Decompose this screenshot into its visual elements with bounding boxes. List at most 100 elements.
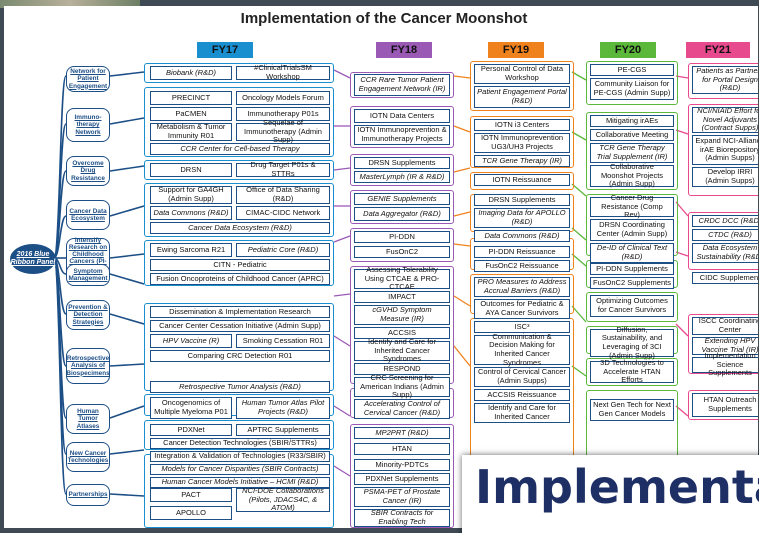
category-node: New Cancer Technologies	[66, 442, 110, 472]
fy19-item: Control of Cervical Cancer (Admin Supps)	[474, 367, 570, 387]
fy17-item: NCI-DOE Collaborations (Pilots, JDACS4C,…	[236, 486, 330, 512]
fy18-item: CCR Rare Tumor Patient Engagement Networ…	[354, 74, 450, 96]
fy21-item: Expand NCI-Alliance irAE Biorepository (…	[692, 135, 758, 165]
fy20-item: TCR Gene Therapy Trial Supplement (IR)	[590, 143, 674, 163]
fy18-item: IMPACT	[354, 291, 450, 303]
fy17-item: Integration & Validation of Technologies…	[150, 451, 330, 462]
fy18-item: DRSN Supplements	[354, 157, 450, 169]
fy20-item: Optimizing Outcomes for Cancer Survivors	[590, 295, 674, 317]
fy20-item: Diffusion, Sustainability, and Leveragin…	[590, 325, 674, 359]
fy17-item: Drug Target P01s & STTRs	[236, 161, 330, 178]
group-frame	[470, 61, 574, 111]
category-node: Partnerships	[66, 484, 110, 506]
fy17-item: Cancer Center Cessation Initiative (Admi…	[150, 320, 330, 332]
fy21-item: Implementation Science Supplements	[692, 351, 758, 377]
fy21-item: HTAN Outreach Supplements	[692, 393, 758, 417]
fy21-item: CTDC (R&D)	[692, 229, 758, 241]
fy20-item: FusOnC2 Supplements	[590, 277, 674, 289]
fy19-item: Personal Control of Data Workshop	[474, 64, 570, 84]
blue-ribbon-panel-node: 2016 Blue Ribbon Panel	[10, 244, 56, 274]
fy17-item: CITN - Pediatric	[150, 259, 330, 271]
group-frame	[144, 420, 334, 450]
fy19-item: IOTN i3 Centers	[474, 119, 570, 131]
fy17-item: Human Tumor Atlas Pilot Projects (R&D)	[236, 397, 330, 419]
group-frame	[688, 212, 758, 270]
fy21-item: CRDC DCC (R&D)	[692, 215, 758, 227]
category-node: Prevention & Detection Strategies	[66, 300, 110, 330]
group-frame	[350, 72, 454, 98]
fy18-item: Identify and Care for Inherited Cancer S…	[354, 337, 450, 363]
fy17-item: #ClinicalTrialsSM Workshop	[236, 64, 330, 81]
fy18-item: PDXNet Supplements	[354, 473, 450, 485]
fy18-item: PSMA-PET of Prostate Cancer (IR)	[354, 487, 450, 507]
group-frame	[688, 314, 758, 374]
slide: Implementation of the Cancer Moonshot FY…	[4, 6, 758, 528]
category-node: Immuno-therapy Network	[66, 108, 110, 142]
group-frame	[688, 104, 758, 196]
fy17-item: Fusion Oncoproteins of Childhood Cancer …	[150, 273, 330, 285]
fy21-item: Patients as Partners for Portal Design (…	[692, 66, 758, 94]
fy19-item: Outcomes for Pediatric & AYA Cancer Surv…	[474, 299, 570, 319]
group-frame	[586, 292, 678, 322]
fy19-item: Data Commons (R&D)	[474, 230, 570, 242]
fy20-item: Collaborative Meeting	[590, 129, 674, 141]
fy17-item: Office of Data Sharing (R&D)	[236, 186, 330, 204]
fy17-item: Cancer Data Ecosystem (R&D)	[150, 222, 330, 234]
category-node: Symptom Management	[66, 264, 110, 286]
fy18-item: GENIE Supplements	[354, 193, 450, 205]
fy19-item: TCR Gene Therapy (IR)	[474, 155, 570, 167]
fy20-item: PE-CGS	[590, 64, 674, 76]
fy18-item: SBIR Contracts for Enabling Tech	[354, 509, 450, 527]
group-frame	[470, 116, 574, 168]
fy17-item: HPV Vaccine (R)	[150, 334, 232, 348]
group-frame	[586, 112, 678, 190]
fy19-item: SBIR Contracts for Innovative Tech	[474, 510, 570, 527]
fy17-item: Data Commons (R&D)	[150, 206, 232, 220]
fy21-item: ISCC Coordinating Center	[692, 317, 758, 335]
fy18-item: MasterLymph (IR & R&D)	[354, 171, 450, 183]
category-node: Retrospective Analysis of Biospecimens	[66, 348, 110, 384]
fy17-item: Biobank (R&D)	[150, 66, 232, 80]
fy18-item: RESPOND	[354, 363, 450, 375]
fy19-item: ISC³	[474, 321, 570, 333]
fy19-item: FusOnC2 Reissuance	[474, 260, 570, 272]
fy21-item: Develop IRRI (Admin Supps)	[692, 167, 758, 187]
group-frame	[144, 183, 334, 237]
group-frame	[470, 172, 574, 190]
fy18-item: MP2PRT (R&D)	[354, 427, 450, 439]
category-node: Network for Patient Engagement	[66, 66, 110, 92]
fy17-item: CIMAC-CIDC Network	[236, 206, 330, 220]
fy-header-fy17: FY17	[197, 42, 253, 58]
fy19-item: IOTN Reissuance	[474, 174, 570, 186]
fy17-item: Pediatric Core (R&D)	[236, 243, 330, 257]
group-frame	[144, 160, 334, 180]
fy20-item: Mitigating irAEs	[590, 115, 674, 127]
group-frame	[688, 63, 758, 99]
fy19-item: PI-DDN Reissuance	[474, 246, 570, 258]
fy18-item: cGVHD Symptom Measure (IR)	[354, 305, 450, 325]
background-photo-strip	[0, 0, 140, 8]
fy17-item: Ewing Sarcoma R21	[150, 243, 232, 257]
fy19-item: Imaging Data for APOLLO (R&D)	[474, 208, 570, 228]
fy20-item: De-ID of Clinical Text (R&D)	[590, 243, 674, 263]
fy20-item: 3D Technologies to Accelerate HTAN Effor…	[590, 358, 674, 384]
fy18-item: IOTN Data Centers	[354, 109, 450, 123]
fy19-item: CCR NPNPD (IR)	[474, 496, 570, 508]
fy21-item: Data Ecosystem Sustainability (R&D)	[692, 243, 758, 263]
fy20-item: SBIR Contracts for Tech	[590, 504, 674, 521]
category-node: Overcome Drug Resistance	[66, 156, 110, 186]
fy19-item: Patient Engagement Portal (R&D)	[474, 86, 570, 108]
fy18-item: CRC Screening for American Indians (Admi…	[354, 373, 450, 399]
fy17-item: APOLLO	[150, 506, 232, 520]
fy19-item: PRO Measures to Address Accrual Barriers…	[474, 277, 570, 297]
category-node: Cancer Data Ecosystem	[66, 200, 110, 230]
fy18-item: ACCSIS	[354, 327, 450, 339]
fy-header-fy18: FY18	[376, 42, 432, 58]
fy17-item: Support for GA4GH (Admin Supp)	[150, 186, 232, 204]
fy17-item: Oncogenomics of Multiple Myeloma P01	[150, 397, 232, 419]
fy17-item: Immunotherapy P01s	[236, 107, 330, 121]
fy18-item: IOTN Immunoprevention & Immunotherapy Pr…	[354, 125, 450, 145]
page-title: Implementation of the Cancer Moonshot	[240, 10, 528, 27]
fy17-item: CCR Center for Cell-based Therapy	[150, 143, 330, 155]
category-node: Human Tumor Atlases	[66, 404, 110, 434]
